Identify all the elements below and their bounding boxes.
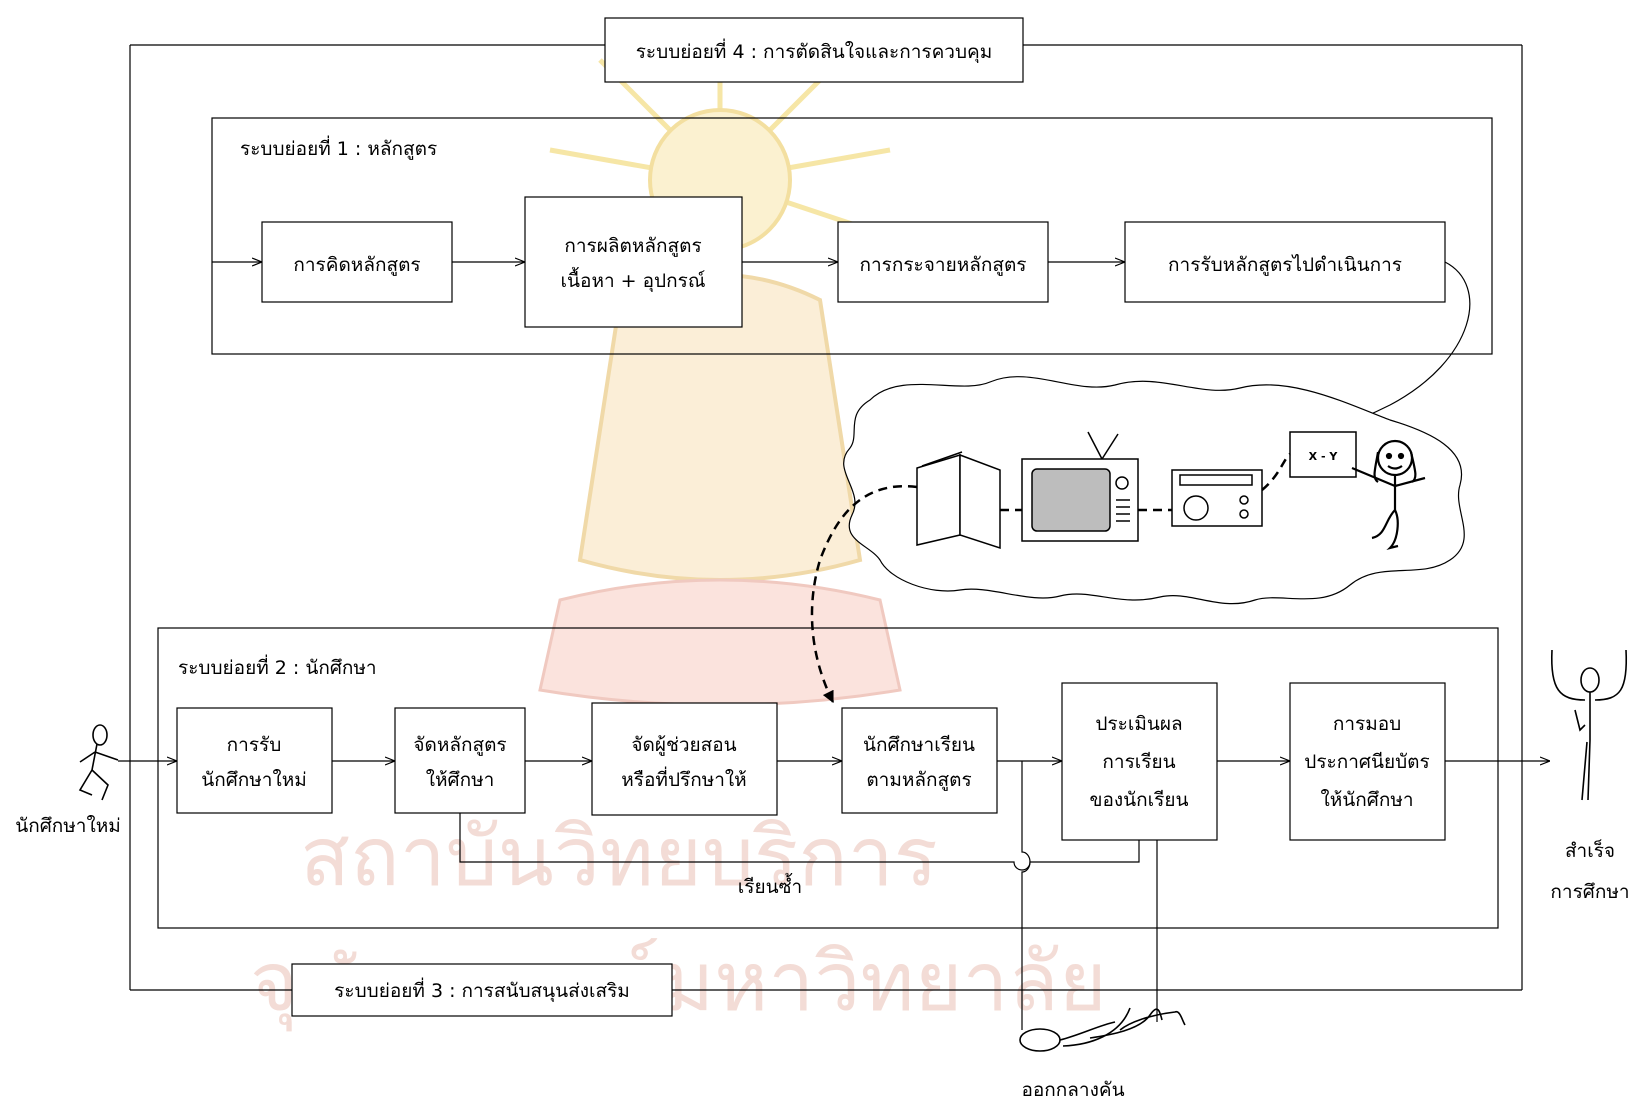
s2-step-1-line2: นักศึกษาใหม่ [201, 769, 307, 791]
step-2-text-line1: การผลิตหลักสูตร [564, 235, 701, 257]
s2-step-6-line1: การมอบ [1333, 713, 1401, 735]
media-chain [810, 453, 1291, 704]
graduate-label-line2: การศึกษา [1550, 881, 1629, 903]
subsystem-2-label: ระบบย่อยที่ 2 : นักศึกษา [178, 654, 377, 679]
step-assign-curriculum [394, 707, 526, 814]
step-curriculum-production [524, 196, 743, 328]
s2-step-6-line3: ให้นักศึกษา [1320, 789, 1413, 811]
step-curriculum-distribution [837, 221, 1049, 303]
s2-step-3-line1: จัดผู้ช่วยสอน [631, 734, 736, 756]
dropout-line-from-study [1021, 761, 1031, 1030]
book-icon [916, 451, 1001, 550]
step-1-text: การคิดหลักสูตร [293, 254, 420, 276]
dashed-arrow-to-study [810, 484, 918, 704]
subsystem-3-label-box [291, 963, 673, 1017]
step-admission [176, 707, 333, 814]
subsystem-4-frame [129, 44, 1523, 991]
dropout-label: ออกกลางคัน [1021, 1079, 1124, 1101]
s2-step-5-line3: ของนักเรียน [1090, 789, 1189, 811]
step-curriculum-design [261, 221, 453, 303]
new-student-label: นักศึกษาใหม่ [15, 815, 121, 837]
graduate-figure [1550, 649, 1628, 801]
s2-step-4-line1: นักศึกษาเรียน [863, 734, 975, 756]
s2-step-6-line2: ประกาศนียบัตร [1304, 751, 1429, 773]
subsystem-1-label: ระบบย่อยที่ 1 : หลักสูตร [240, 135, 437, 160]
new-student-figure [78, 724, 119, 801]
teacher-figure [1351, 439, 1426, 551]
step-study [841, 707, 998, 814]
subsystem-4-label: ระบบย่อยที่ 4 : การตัดสินใจและการควบคุม [636, 38, 993, 64]
tv-icon [1021, 431, 1139, 542]
step-4-text: การรับหลักสูตรไปดำเนินการ [1168, 254, 1402, 276]
subsystem-4-label-box [604, 17, 1024, 83]
s2-step-3-line2: หรือที่ปรึกษาให้ [621, 766, 746, 791]
step-curriculum-implementation [1124, 221, 1446, 303]
step-assign-tutor [591, 702, 778, 816]
subsystem-2-arrows [118, 761, 1550, 1030]
s2-step-5-line1: ประเมินผล [1095, 713, 1182, 735]
s2-step-2-line1: จัดหลักสูตร [413, 734, 506, 756]
step-2-text-line2: เนื้อหา + อุปกรณ์ [561, 267, 706, 293]
subsystem-3-label: ระบบย่อยที่ 3 : การสนับสนุนส่งเสริม [334, 977, 630, 1003]
s2-step-1-line1: การรับ [227, 734, 282, 756]
step-3-text: การกระจายหลักสูตร [859, 254, 1026, 276]
dropout-figure [1019, 1007, 1186, 1052]
s2-step-4-line2: ตามหลักสูตร [866, 769, 971, 791]
repeat-study-label: เรียนซ้ำ [738, 873, 802, 898]
board-icon [1289, 431, 1357, 478]
radio-icon [1171, 469, 1263, 527]
step-certificate [1289, 682, 1446, 841]
s2-step-5-line2: การเรียน [1102, 751, 1175, 773]
watermark-line-1: สถาบันวิทยบริการ [300, 810, 938, 905]
subsystem-2-frame [157, 627, 1499, 929]
s2-step-2-line2: ให้ศึกษา [426, 769, 495, 791]
graduate-label-line1: สำเร็จ [1565, 838, 1615, 862]
board-text: X - Y [1309, 450, 1339, 463]
university-seal-watermark: สถาบันวิทยบริการ จุฬาลงกรณ์มหาวิทยาลัย [250, 20, 1107, 1032]
subsystem-1-steps [261, 196, 1446, 328]
subsystem-1-frame [211, 117, 1493, 355]
